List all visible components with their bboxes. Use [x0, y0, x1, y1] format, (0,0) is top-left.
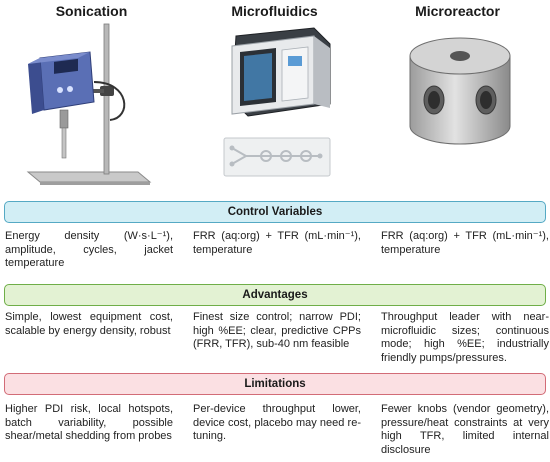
column-title-microreactor: Microreactor	[415, 3, 500, 19]
advantages-banner: Advantages	[4, 284, 546, 306]
limitations-microreactor: Fewer knobs (vendor geometry), pressure/…	[381, 403, 549, 456]
column-title-sonication: Sonication	[55, 3, 128, 19]
microreactor-block-icon	[409, 37, 511, 145]
advantages-microreactor: Throughput leader with near-microfluidic…	[381, 311, 549, 364]
advantages-microfluidics: Finest size control; narrow PDI; high %E…	[193, 311, 361, 350]
limitations-banner: Limitations	[4, 373, 546, 395]
microfluidic-instrument-icon	[223, 27, 331, 177]
sonicator-icon	[26, 23, 152, 185]
advantages-sonication: Simple, lowest equipment cost, scalable …	[5, 311, 173, 337]
limitations-microfluidics: Per-device throughput lower, device cost…	[193, 403, 361, 442]
control-sonication: Energy density (W·s·L⁻¹), amplitude, cyc…	[5, 230, 173, 269]
column-title-microfluidics: Microfluidics	[231, 3, 318, 19]
control-microreactor: FRR (aq:org) + TFR (mL·min⁻¹), temperatu…	[381, 230, 549, 256]
control-variables-banner: Control Variables	[4, 201, 546, 223]
limitations-sonication: Higher PDI risk, local hotspots, batch v…	[5, 403, 173, 442]
control-microfluidics: FRR (aq:org) + TFR (mL·min⁻¹), temperatu…	[193, 230, 361, 256]
